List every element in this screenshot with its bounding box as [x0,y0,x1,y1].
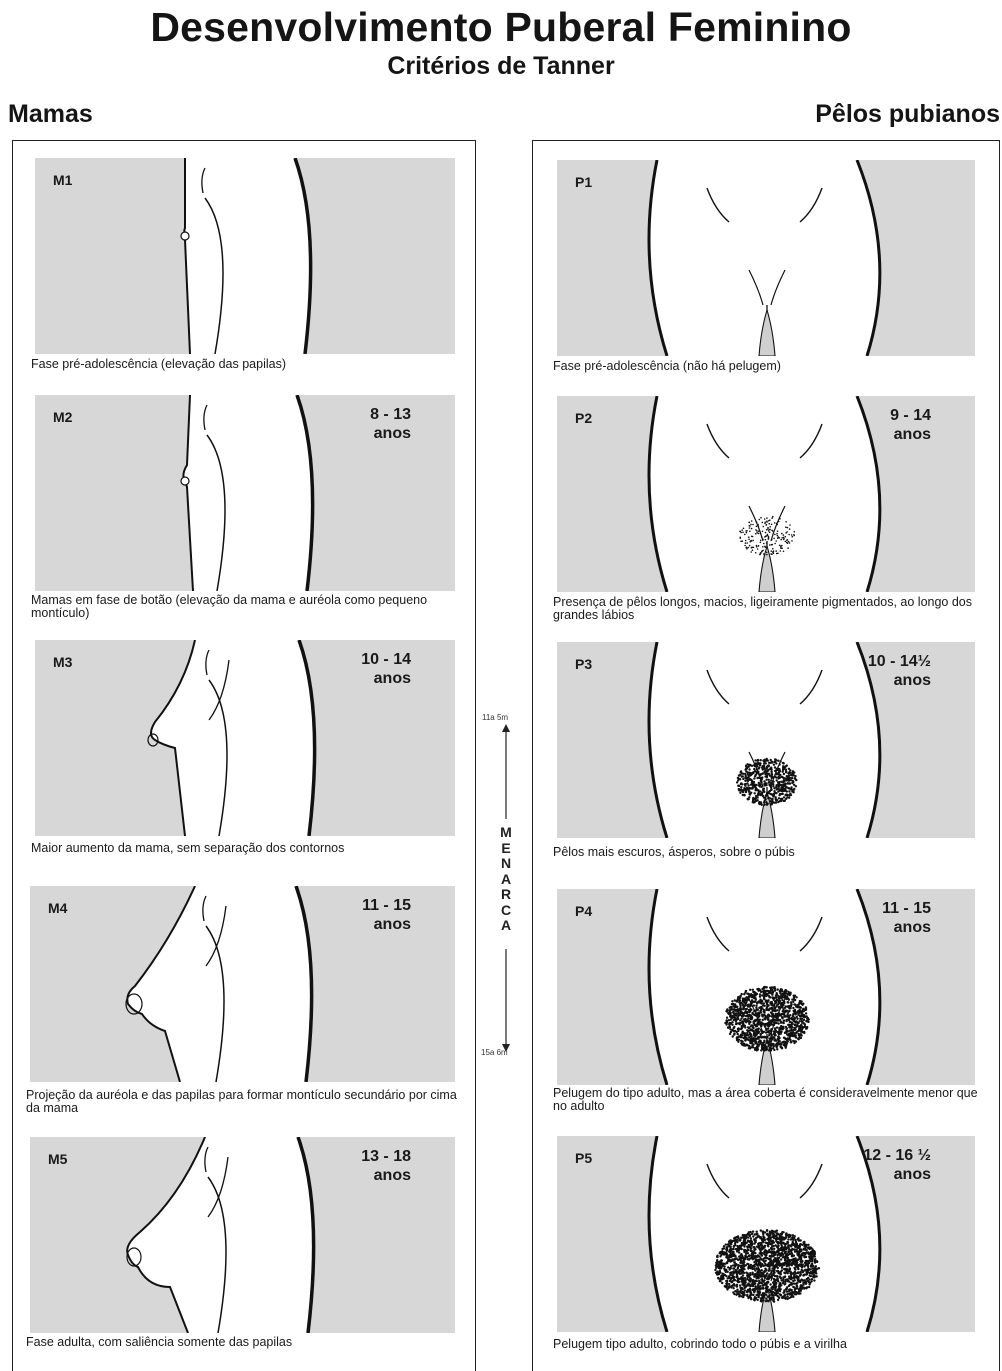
age-range-value: 11 - 15 [882,899,931,918]
breasts-column-heading: Mamas [8,100,93,129]
age-unit: anos [863,1165,931,1184]
age-range-value: 8 - 13 [370,405,411,424]
breast-stage-panel: M1 [35,158,455,354]
age-range-value: 9 - 14 [890,406,931,425]
stage-description: Pêlos mais escuros, ásperos, sobre o púb… [553,846,991,859]
page-title: Desenvolvimento Puberal Feminino [0,4,1002,51]
stage-description: Fase pré-adolescência (não há pelugem) [553,360,991,373]
stage-description: Pelugem tipo adulto, cobrindo todo o púb… [553,1338,991,1351]
stage-code: M1 [53,172,72,188]
menarche-start-age: 11a 5m [482,713,508,722]
stage-code: M5 [48,1151,67,1167]
menarche-end-age: 15a 6m [481,1048,508,1057]
age-unit: anos [868,671,931,690]
pubic-stage-panel: P1 [557,160,975,356]
menarche-letter: N [498,855,514,871]
pubic-illustration [557,160,975,356]
stage-description: Projeção da auréola e das papilas para f… [26,1089,471,1115]
stage-description: Fase pré-adolescência (elevação das papi… [31,358,471,371]
menarche-letter: E [498,840,514,856]
stage-code: P3 [575,656,592,672]
age-range-value: 12 - 16 ½ [863,1146,931,1165]
stage-description: Pelugem do tipo adulto, mas a área cober… [553,1087,991,1113]
age-range-value: 13 - 18 [361,1147,411,1166]
age-range-value: 11 - 15 [362,896,411,915]
age-unit: anos [370,424,411,443]
stage-code: M4 [48,900,67,916]
stage-description: Mamas em fase de botão (elevação da mama… [31,594,471,620]
menarche-letter: A [498,871,514,887]
page-subtitle: Critérios de Tanner [0,52,1002,81]
menarche-letter: C [498,902,514,918]
age-range-value: 10 - 14 [361,650,411,669]
breast-illustration [35,158,455,354]
age-unit: anos [362,915,411,934]
pubic-hair-column-heading: Pêlos pubianos [815,100,1000,129]
age-range-value: 10 - 14½ [868,652,931,671]
stage-description: Maior aumento da mama, sem separação dos… [31,842,471,855]
menarche-letter: A [498,917,514,933]
stage-code: M2 [53,409,72,425]
menarche-letter: R [498,886,514,902]
menarche-letter: M [498,824,514,840]
stage-code: P5 [575,1150,592,1166]
stage-code: P1 [575,174,592,190]
age-unit: anos [882,918,931,937]
age-unit: anos [361,669,411,688]
stage-code: P4 [575,903,592,919]
stage-description: Presença de pêlos longos, macios, ligeir… [553,596,991,622]
age-unit: anos [890,425,931,444]
stage-description: Fase adulta, com saliência somente das p… [26,1336,471,1349]
age-unit: anos [361,1166,411,1185]
stage-code: M3 [53,654,72,670]
stage-code: P2 [575,410,592,426]
